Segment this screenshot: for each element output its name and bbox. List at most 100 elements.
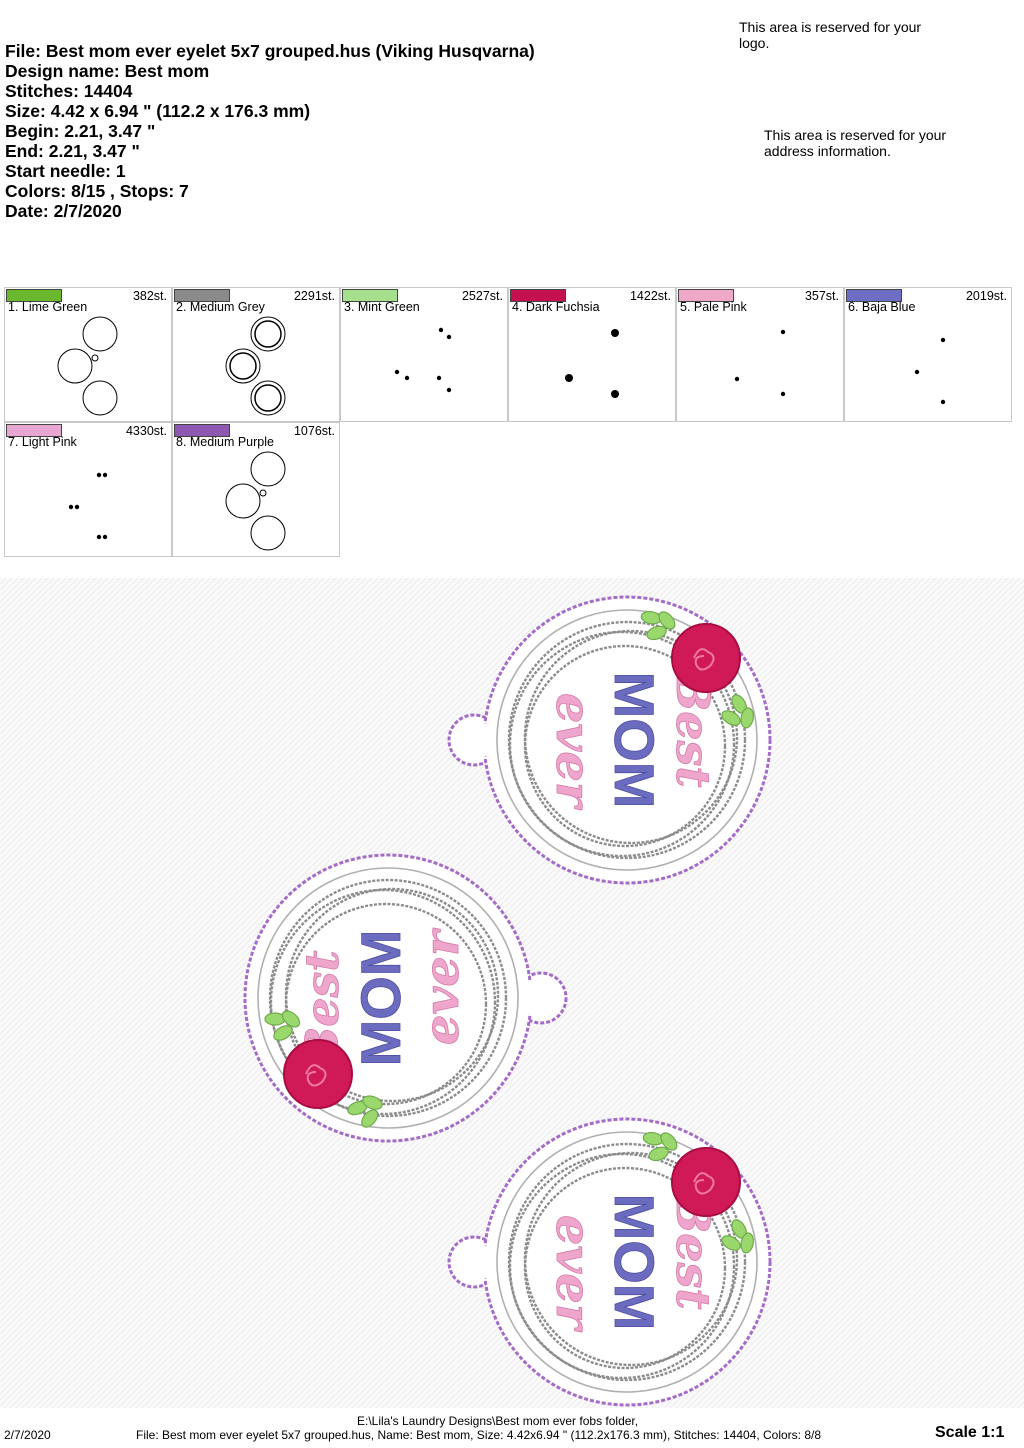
design-info: File: Best mom ever eyelet 5x7 grouped.h… <box>5 41 535 221</box>
thumb-ring-inner <box>229 352 257 380</box>
thumb-ring <box>250 515 286 551</box>
stitch-count: 357st. <box>804 289 839 303</box>
rose-petals <box>671 623 741 693</box>
thumb-dot <box>940 337 946 343</box>
date-line: Date: 2/7/2020 <box>5 201 122 221</box>
color-name: 6. Baja Blue <box>848 300 916 314</box>
color-thumbnail <box>225 316 286 416</box>
text-ever: ever <box>545 693 601 811</box>
swirl-ring <box>523 1166 727 1370</box>
leaf-cluster <box>347 1095 383 1128</box>
leaf <box>281 1010 301 1028</box>
swirl-ring <box>508 630 736 858</box>
color-swatch <box>510 289 566 302</box>
thumb-dot <box>446 334 452 340</box>
end-line: End: 2.21, 3.47 " <box>5 141 140 161</box>
thumb-ring <box>82 316 118 352</box>
stitch-count: 4330st. <box>125 424 167 438</box>
thumb-dot <box>734 376 740 382</box>
color-swatch <box>6 424 62 437</box>
thumb-dot <box>102 534 108 540</box>
color-thumbnail <box>57 316 118 416</box>
leaf-cluster <box>721 694 754 729</box>
color-swatch <box>846 289 902 302</box>
leaf <box>658 611 676 630</box>
leaf <box>273 1025 293 1041</box>
color-name: 4. Dark Fuchsia <box>512 300 600 314</box>
thumb-dot <box>914 369 920 375</box>
palette-cell: 2527st.3. Mint Green <box>340 287 508 422</box>
text-ever: ever <box>545 1215 601 1333</box>
rose <box>671 1147 741 1217</box>
thumb-dot <box>74 504 80 510</box>
design-name-line: Design name: Best mom <box>5 61 210 81</box>
logo-placeholder-note: This area is reserved for your logo. <box>739 19 922 51</box>
palette-cell: 1422st. 4. Dark Fuchsia <box>508 287 676 422</box>
thumb-eyelet <box>259 489 267 497</box>
thumb-dot <box>96 534 102 540</box>
palette-cell: 357st. 5. Pale Pink <box>676 287 844 422</box>
thumb-dot <box>611 390 619 398</box>
thumb-ring <box>225 483 261 519</box>
rose-center <box>305 1064 327 1087</box>
leaf <box>721 1235 741 1251</box>
thumb-dot <box>436 375 442 381</box>
stitch-count: 1422st. <box>629 289 671 303</box>
leaf <box>362 1095 383 1110</box>
rose <box>283 1039 353 1109</box>
leaf <box>721 710 741 726</box>
thumb-dot <box>446 387 452 393</box>
swirl-ring <box>269 888 497 1116</box>
swirl-ring <box>523 1151 739 1367</box>
leaf <box>361 1109 379 1128</box>
file-line: File: Best mom ever eyelet 5x7 grouped.h… <box>5 41 535 61</box>
color-name: 7. Light Pink <box>8 435 77 449</box>
eyelet-hole <box>521 978 561 1018</box>
leaf <box>740 1232 754 1254</box>
thumb-dot <box>404 375 410 381</box>
footer-scale: Scale 1:1 <box>935 1424 1005 1441</box>
begin-line: Begin: 2.21, 3.47 " <box>5 121 156 141</box>
thumb-eyelet <box>91 354 99 362</box>
colors-line: Colors: 8/15 , Stops: 7 <box>5 181 189 201</box>
thumb-ring-inner <box>254 384 282 412</box>
color-swatch <box>678 289 734 302</box>
text-mom: MOM <box>349 930 412 1067</box>
color-name: 5. Pale Pink <box>680 300 747 314</box>
thumb-dot <box>438 327 444 333</box>
rose <box>671 623 741 693</box>
text-mom: MOM <box>603 1194 666 1331</box>
footer-file-info: File: Best mom ever eyelet 5x7 grouped.h… <box>136 1428 822 1442</box>
rose-petals <box>671 1147 741 1217</box>
thumb-ring <box>250 316 286 352</box>
thumb-ring <box>250 380 286 416</box>
footer-date: 2/7/2020 <box>4 1428 51 1442</box>
thumb-ring <box>250 451 286 487</box>
palette-cell: 2019st.6. Baja Blue <box>844 287 1012 422</box>
rose-center <box>693 648 715 671</box>
eyelet-hole <box>454 1242 494 1282</box>
color-thumbnail <box>565 329 619 398</box>
leaf <box>648 1146 669 1162</box>
color-thumbnail <box>394 327 452 393</box>
footer-folder-path: E:\Lila's Laundry Designs\Best mom ever … <box>357 1414 639 1428</box>
thumb-dot <box>611 329 619 337</box>
color-swatch <box>6 289 62 302</box>
leaf-cluster <box>721 1219 754 1254</box>
color-name: 8. Medium Purple <box>176 435 274 449</box>
rose-petals <box>283 1039 353 1109</box>
thumb-dot <box>394 369 400 375</box>
color-thumbnail <box>914 337 946 405</box>
thumb-dot <box>96 472 102 478</box>
eyelet-hole <box>454 720 494 760</box>
swirl-ring <box>508 1152 736 1380</box>
color-name: 2. Medium Grey <box>176 300 265 314</box>
rose-center <box>693 1172 715 1195</box>
swirl-ring <box>284 887 500 1103</box>
stitch-count: 2527st. <box>461 289 503 303</box>
text-mom: MOM <box>603 672 666 809</box>
